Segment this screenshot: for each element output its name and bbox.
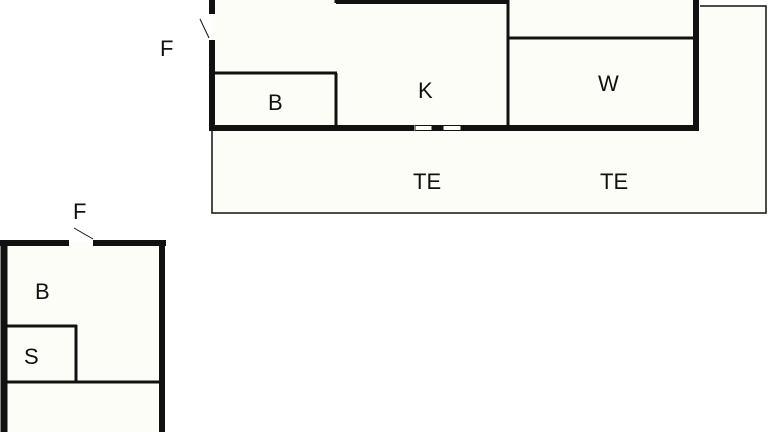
terrace-label-right: TE	[600, 169, 628, 194]
window	[442, 125, 462, 131]
upper-windows	[414, 125, 462, 131]
room-label-bath: B	[268, 90, 283, 115]
room-label-living: W	[598, 71, 619, 96]
door-label-top: F	[160, 36, 173, 61]
room-label-bedroom: B	[35, 279, 50, 304]
door-label-bottom: F	[73, 199, 86, 224]
room-label-shower: S	[24, 344, 39, 369]
terrace-label-left: TE	[413, 169, 441, 194]
upper-house-floor	[212, 0, 698, 130]
window	[414, 125, 433, 131]
lower-house-floor	[2, 242, 163, 432]
upper-house-walls	[199, 0, 699, 131]
lower-house-walls	[0, 227, 166, 432]
room-label-kitchen: K	[418, 78, 433, 103]
